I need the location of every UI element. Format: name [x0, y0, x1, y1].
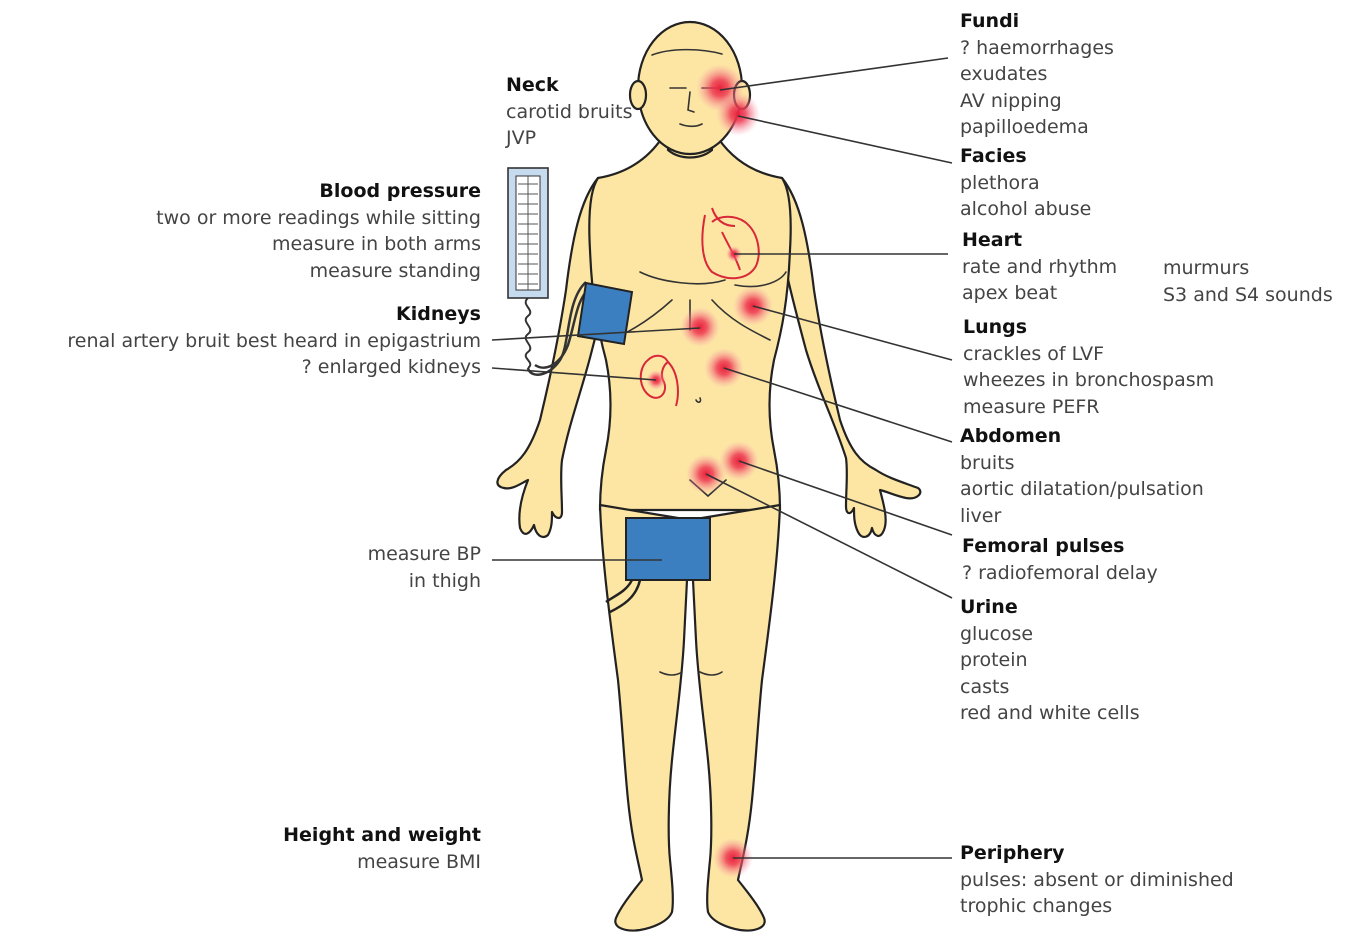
label-urine-heading: Urine — [960, 594, 1140, 621]
label-kidneys: Kidneys renal artery bruit best heard in… — [67, 301, 481, 381]
label-femoral-line: ? radiofemoral delay — [962, 560, 1158, 587]
label-lungs-heading: Lungs — [963, 314, 1214, 341]
label-heart-line: rate and rhythm — [962, 254, 1117, 281]
label-bp-line: measure standing — [156, 258, 481, 285]
label-abdomen: Abdomen bruits aortic dilatation/pulsati… — [960, 423, 1204, 529]
label-bp-line: measure in both arms — [156, 231, 481, 258]
label-urine-line: red and white cells — [960, 700, 1140, 727]
label-facies: Facies plethora alcohol abuse — [960, 143, 1091, 223]
label-abdomen-line: liver — [960, 503, 1204, 530]
label-lungs-line: measure PEFR — [963, 394, 1214, 421]
label-fundi-line: papilloedema — [960, 114, 1114, 141]
label-fundi-line: AV nipping — [960, 88, 1114, 115]
label-abdomen-heading: Abdomen — [960, 423, 1204, 450]
label-thigh-line: measure BP — [368, 541, 481, 568]
label-heart: Heart rate and rhythm apex beat — [962, 227, 1117, 307]
label-abdomen-line: aortic dilatation/pulsation — [960, 476, 1204, 503]
label-fundi-heading: Fundi — [960, 8, 1114, 35]
label-neck: Neck carotid bruits JVP — [506, 72, 632, 152]
label-femoral-pulses: Femoral pulses ? radiofemoral delay — [962, 533, 1158, 586]
label-heart-line: murmurs — [1163, 255, 1333, 282]
label-periphery: Periphery pulses: absent or diminished t… — [960, 840, 1234, 920]
label-bp-line: two or more readings while sitting — [156, 205, 481, 232]
label-fundi-line: ? haemorrhages — [960, 35, 1114, 62]
label-height-heading: Height and weight — [283, 822, 481, 849]
label-urine: Urine glucose protein casts red and whit… — [960, 594, 1140, 727]
label-thigh-line: in thigh — [368, 568, 481, 595]
label-periphery-line: trophic changes — [960, 893, 1234, 920]
label-lungs-line: crackles of LVF — [963, 341, 1214, 368]
label-facies-line: alcohol abuse — [960, 196, 1091, 223]
label-height-line: measure BMI — [283, 849, 481, 876]
label-facies-line: plethora — [960, 170, 1091, 197]
label-fundi: Fundi ? haemorrhages exudates AV nipping… — [960, 8, 1114, 141]
label-height-weight: Height and weight measure BMI — [283, 822, 481, 875]
label-abdomen-line: bruits — [960, 450, 1204, 477]
label-lungs-line: wheezes in bronchospasm — [963, 367, 1214, 394]
label-fundi-line: exudates — [960, 61, 1114, 88]
label-periphery-line: pulses: absent or diminished — [960, 867, 1234, 894]
label-kidneys-line: renal artery bruit best heard in epigast… — [67, 328, 481, 355]
hotspot-facies — [716, 92, 760, 136]
label-thigh-bp: measure BP in thigh — [368, 541, 481, 594]
label-periphery-heading: Periphery — [960, 840, 1234, 867]
label-lungs: Lungs crackles of LVF wheezes in broncho… — [963, 314, 1214, 420]
label-heart-line: S3 and S4 sounds — [1163, 282, 1333, 309]
label-heart-heading: Heart — [962, 227, 1117, 254]
label-neck-line: JVP — [506, 125, 632, 152]
label-facies-heading: Facies — [960, 143, 1091, 170]
label-urine-line: protein — [960, 647, 1140, 674]
label-femoral-heading: Femoral pulses — [962, 533, 1158, 560]
label-urine-line: casts — [960, 674, 1140, 701]
label-heart-secondary: murmurs S3 and S4 sounds — [1163, 255, 1333, 308]
label-blood-pressure: Blood pressure two or more readings whil… — [156, 178, 481, 284]
label-neck-line: carotid bruits — [506, 99, 632, 126]
label-heart-line: apex beat — [962, 280, 1117, 307]
label-kidneys-line: ? enlarged kidneys — [67, 354, 481, 381]
label-kidneys-heading: Kidneys — [67, 301, 481, 328]
label-neck-heading: Neck — [506, 72, 632, 99]
hotspot-kidney-epigastrium — [680, 307, 720, 347]
label-urine-line: glucose — [960, 621, 1140, 648]
label-bp-heading: Blood pressure — [156, 178, 481, 205]
